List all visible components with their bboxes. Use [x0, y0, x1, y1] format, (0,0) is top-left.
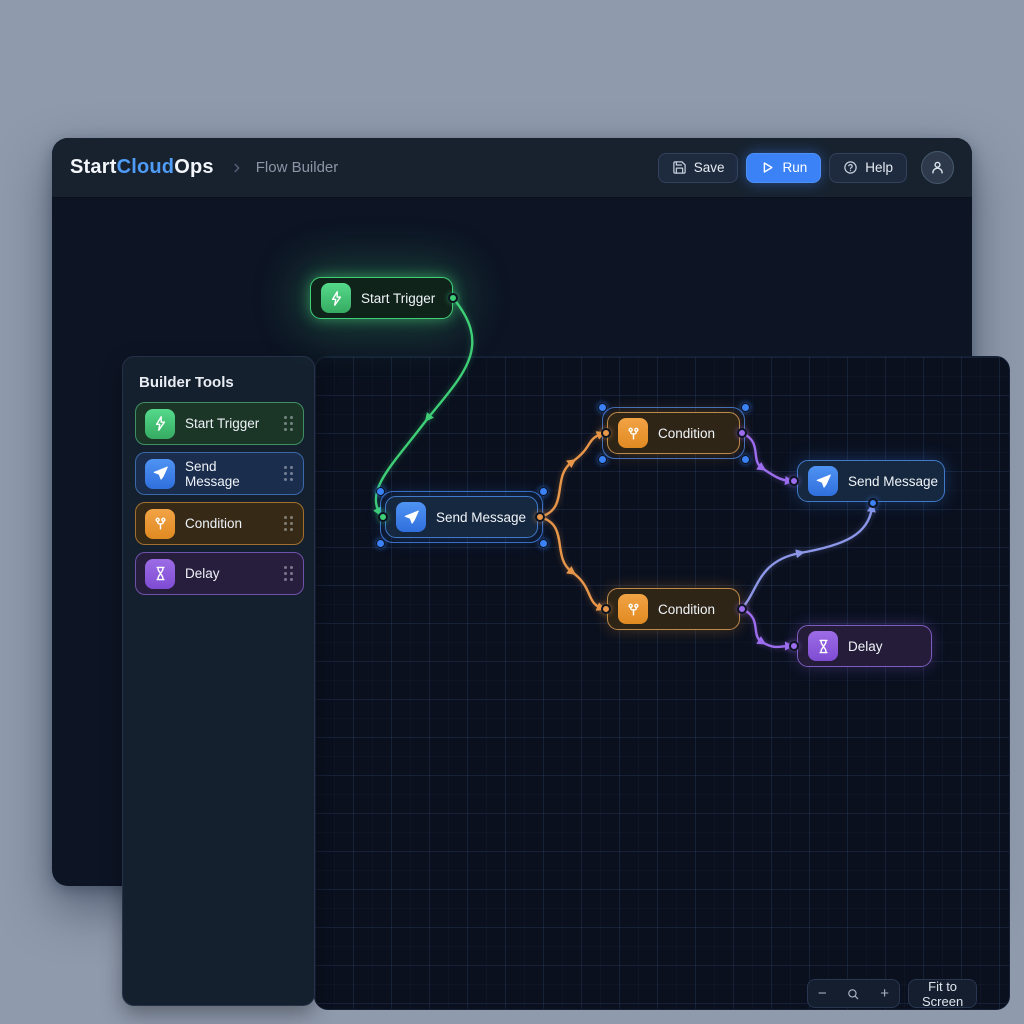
- canvas-node-send-message-node-1[interactable]: Send Message: [385, 496, 538, 538]
- zoom-in-button[interactable]: +: [874, 985, 895, 1002]
- fit-to-screen-button[interactable]: Fit to Screen: [908, 979, 978, 1009]
- node-label: Send Message: [848, 473, 939, 489]
- flow-canvas[interactable]: [314, 356, 1010, 1010]
- save-icon: [672, 161, 686, 174]
- tool-item-label: Send Message: [185, 458, 240, 489]
- help-button[interactable]: Help: [829, 152, 907, 183]
- paper-plane-icon: [808, 466, 838, 496]
- selection-handle[interactable]: [375, 538, 385, 548]
- node-label: Delay: [848, 638, 883, 654]
- brand-part-3: Ops: [174, 156, 214, 178]
- connection-port[interactable]: [868, 498, 878, 508]
- branch-icon: [145, 508, 175, 539]
- zoom-controls: − +: [807, 979, 900, 1008]
- tool-item-start-trigger[interactable]: Start Trigger: [135, 402, 304, 445]
- drag-handle-icon[interactable]: [284, 415, 294, 432]
- selection-handle[interactable]: [538, 538, 548, 548]
- brand-logo: StartCloudOps: [70, 156, 214, 179]
- drag-handle-icon[interactable]: [284, 565, 294, 582]
- hourglass-icon: [145, 558, 175, 589]
- tool-item-label: Condition: [185, 516, 243, 531]
- connection-port[interactable]: [789, 476, 799, 486]
- zoom-out-button[interactable]: −: [812, 985, 833, 1002]
- user-avatar[interactable]: [921, 151, 954, 184]
- selection-handle[interactable]: [538, 486, 548, 496]
- tool-item-label: Delay: [185, 566, 220, 581]
- paper-plane-icon: [145, 458, 175, 489]
- paper-plane-icon: [396, 502, 426, 532]
- builder-tools-title: Builder Tools: [139, 374, 234, 391]
- play-icon: [764, 162, 774, 173]
- canvas-node-start-trigger-node[interactable]: Start Trigger: [310, 277, 453, 319]
- branch-icon: [618, 418, 648, 448]
- save-button[interactable]: Save: [657, 152, 739, 183]
- connection-port[interactable]: [789, 641, 799, 651]
- help-icon: [844, 161, 857, 174]
- node-label: Condition: [658, 601, 716, 617]
- tool-item-send-message[interactable]: Send Message: [135, 452, 304, 495]
- lightning-icon: [321, 283, 351, 313]
- zoom-indicator-button[interactable]: [840, 986, 866, 1002]
- connection-port[interactable]: [737, 604, 747, 614]
- run-button-label: Run: [782, 160, 808, 175]
- run-button[interactable]: Run: [746, 152, 822, 183]
- breadcrumb: Flow Builder: [255, 159, 339, 176]
- connection-port[interactable]: [601, 604, 611, 614]
- connection-port[interactable]: [448, 293, 458, 303]
- drag-handle-icon[interactable]: [284, 515, 294, 532]
- save-button-label: Save: [693, 160, 725, 175]
- tool-item-condition[interactable]: Condition: [135, 502, 304, 545]
- canvas-node-delay-node-1[interactable]: Delay: [797, 625, 932, 667]
- brand-part-2: Cloud: [116, 156, 175, 178]
- brand-part-1: Start: [70, 156, 117, 178]
- tool-item-label: Start Trigger: [185, 416, 260, 431]
- selection-handle[interactable]: [740, 454, 750, 464]
- connection-port[interactable]: [535, 512, 545, 522]
- tool-item-delay[interactable]: Delay: [135, 552, 304, 595]
- canvas-node-condition-node-1[interactable]: Condition: [607, 412, 740, 454]
- connection-port[interactable]: [601, 428, 611, 438]
- hourglass-icon: [808, 631, 838, 661]
- branch-icon: [618, 594, 648, 624]
- topbar: StartCloudOps Flow Builder Save Run Help: [52, 138, 972, 198]
- selection-handle[interactable]: [597, 454, 607, 464]
- connection-port[interactable]: [737, 428, 747, 438]
- node-label: Send Message: [436, 509, 527, 525]
- drag-handle-icon[interactable]: [284, 465, 294, 482]
- selection-handle[interactable]: [597, 402, 607, 412]
- help-button-label: Help: [865, 160, 893, 175]
- lightning-icon: [145, 408, 175, 439]
- canvas-node-condition-node-2[interactable]: Condition: [607, 588, 740, 630]
- node-label: Start Trigger: [361, 290, 436, 306]
- user-icon: [932, 161, 943, 174]
- selection-handle[interactable]: [740, 402, 750, 412]
- chevron-right-icon: [230, 161, 244, 175]
- canvas-node-send-message-node-2[interactable]: Send Message: [797, 460, 945, 502]
- selection-handle[interactable]: [375, 486, 385, 496]
- magnifier-icon: [848, 988, 859, 999]
- connection-port[interactable]: [378, 512, 388, 522]
- node-label: Condition: [658, 425, 716, 441]
